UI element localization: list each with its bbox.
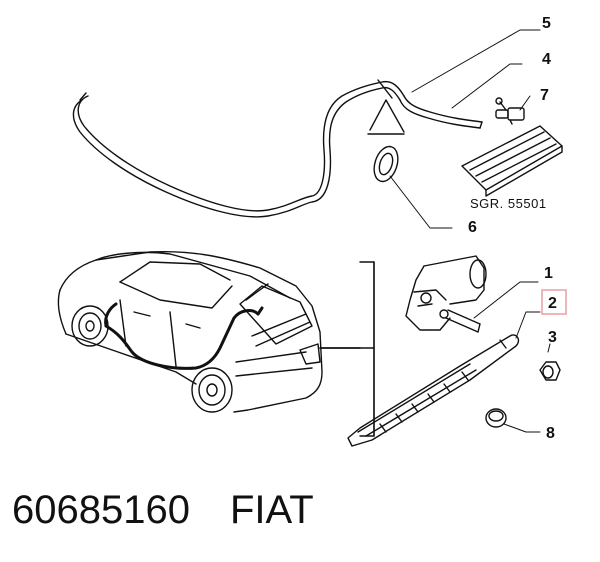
- callout-7: 7: [540, 87, 549, 104]
- exploded-view-bracket: [319, 261, 375, 437]
- washer-hose: [72, 79, 483, 218]
- washer-nozzle: [495, 97, 525, 125]
- caption: 60685160 FIAT: [12, 488, 314, 533]
- wiper-arm: [347, 334, 520, 447]
- reference-label: SGR. 55501: [470, 196, 547, 211]
- car-illustration: [57, 250, 323, 413]
- wiper-motor: [405, 255, 487, 333]
- seal-plug: [485, 408, 507, 428]
- leader-lines: [389, 29, 551, 433]
- brake-light-housing: [461, 125, 563, 197]
- callout-2: 2: [548, 295, 557, 312]
- callout-5: 5: [542, 15, 551, 32]
- callout-8: 8: [546, 425, 555, 442]
- callout-6: 6: [468, 219, 477, 236]
- brand-name: FIAT: [229, 488, 314, 532]
- callout-1: 1: [544, 265, 553, 282]
- part-number: 60685160: [12, 488, 190, 532]
- callout-4: 4: [542, 51, 551, 68]
- callout-3: 3: [548, 329, 557, 346]
- hose-grommet: [367, 99, 405, 183]
- callout-2-highlight: [541, 289, 567, 315]
- wiper-cap: [539, 361, 561, 381]
